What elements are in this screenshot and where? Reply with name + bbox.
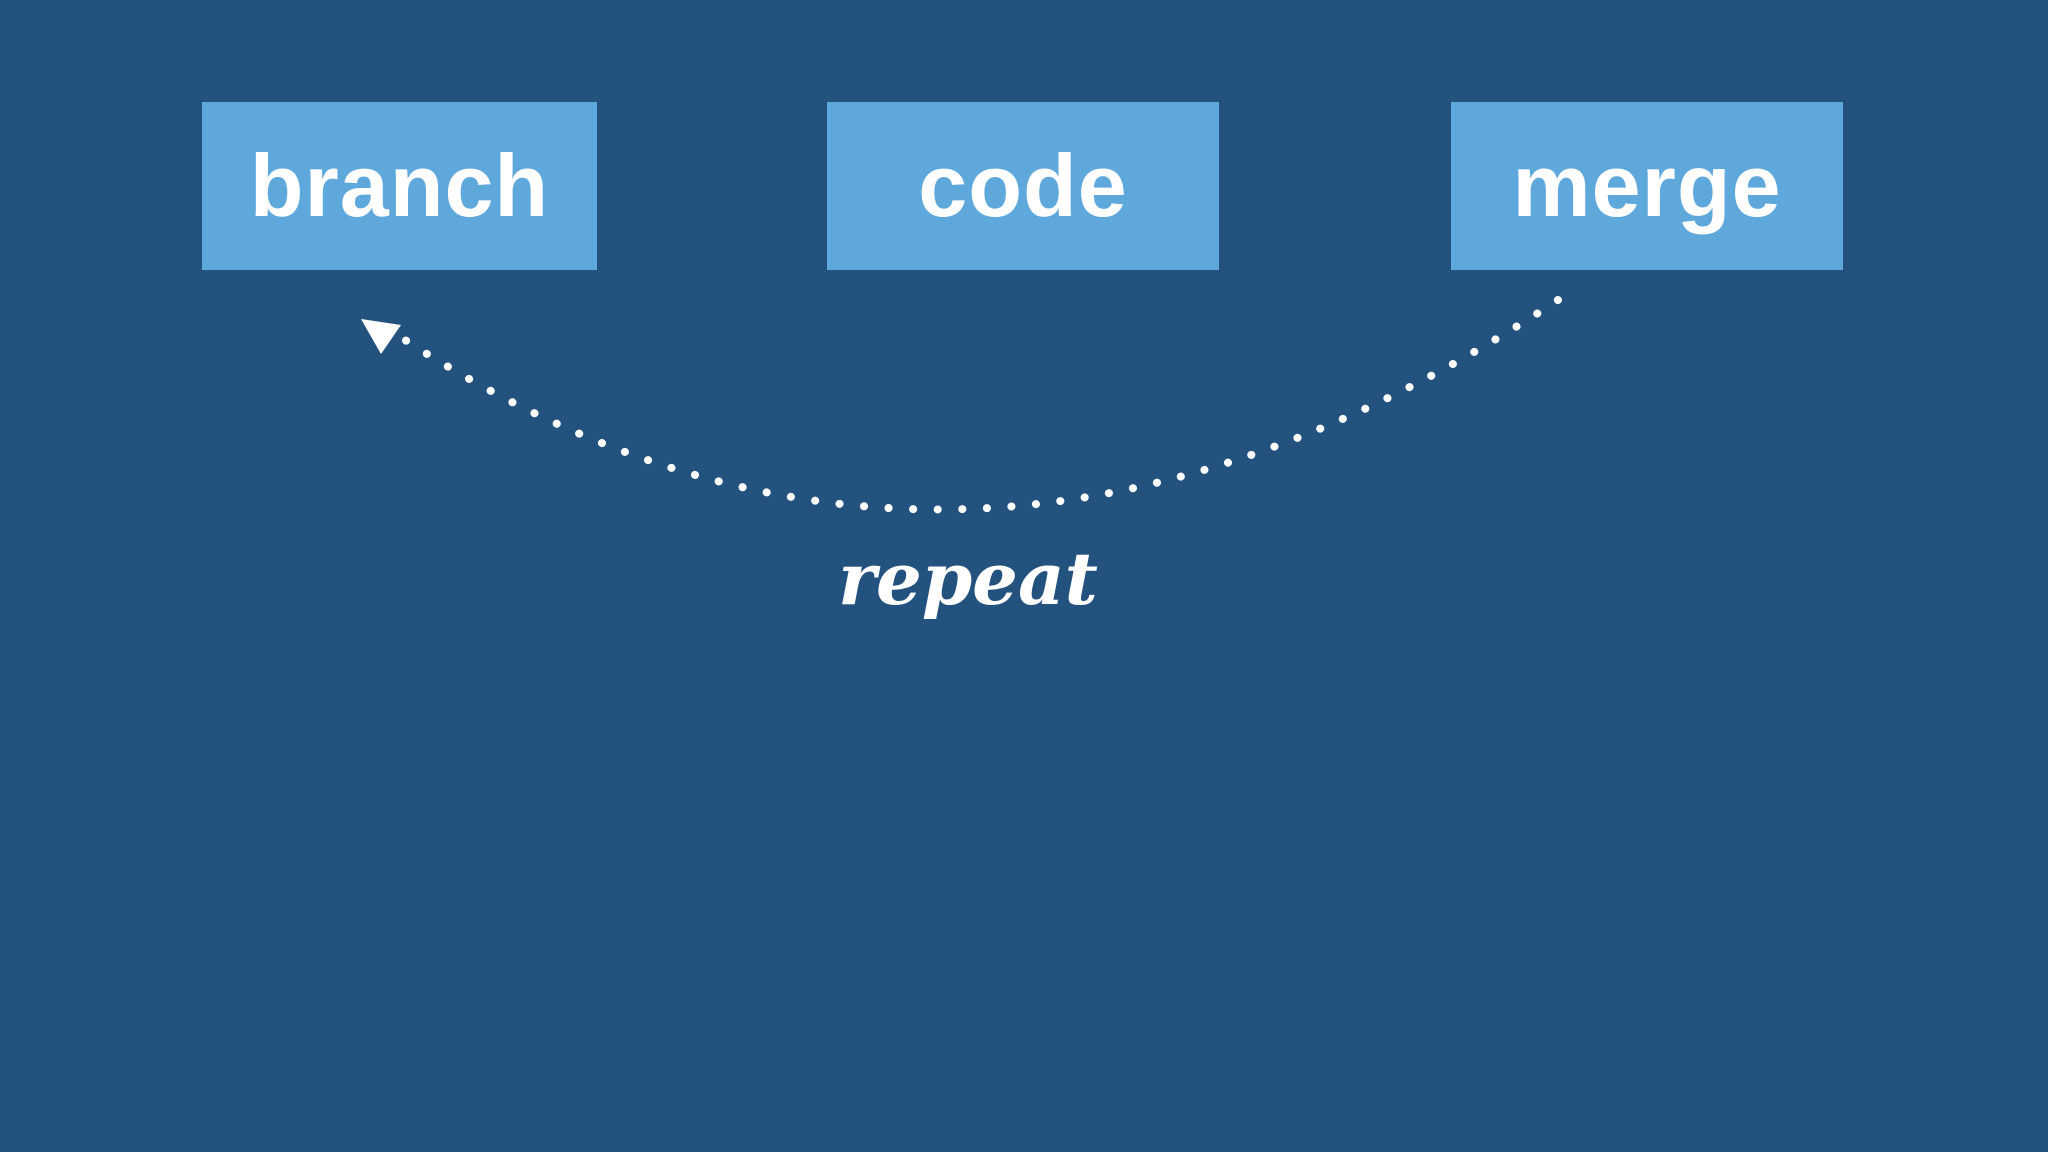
node-merge-label: merge	[1512, 136, 1782, 235]
node-code: code	[827, 102, 1219, 270]
node-branch-label: branch	[249, 136, 550, 235]
dotted-arc-path	[398, 296, 1562, 514]
node-merge: merge	[1451, 102, 1843, 270]
node-code-label: code	[918, 136, 1128, 235]
node-branch: branch	[202, 102, 597, 270]
arrowhead-icon	[361, 319, 401, 354]
repeat-label: repeat	[838, 536, 1098, 621]
